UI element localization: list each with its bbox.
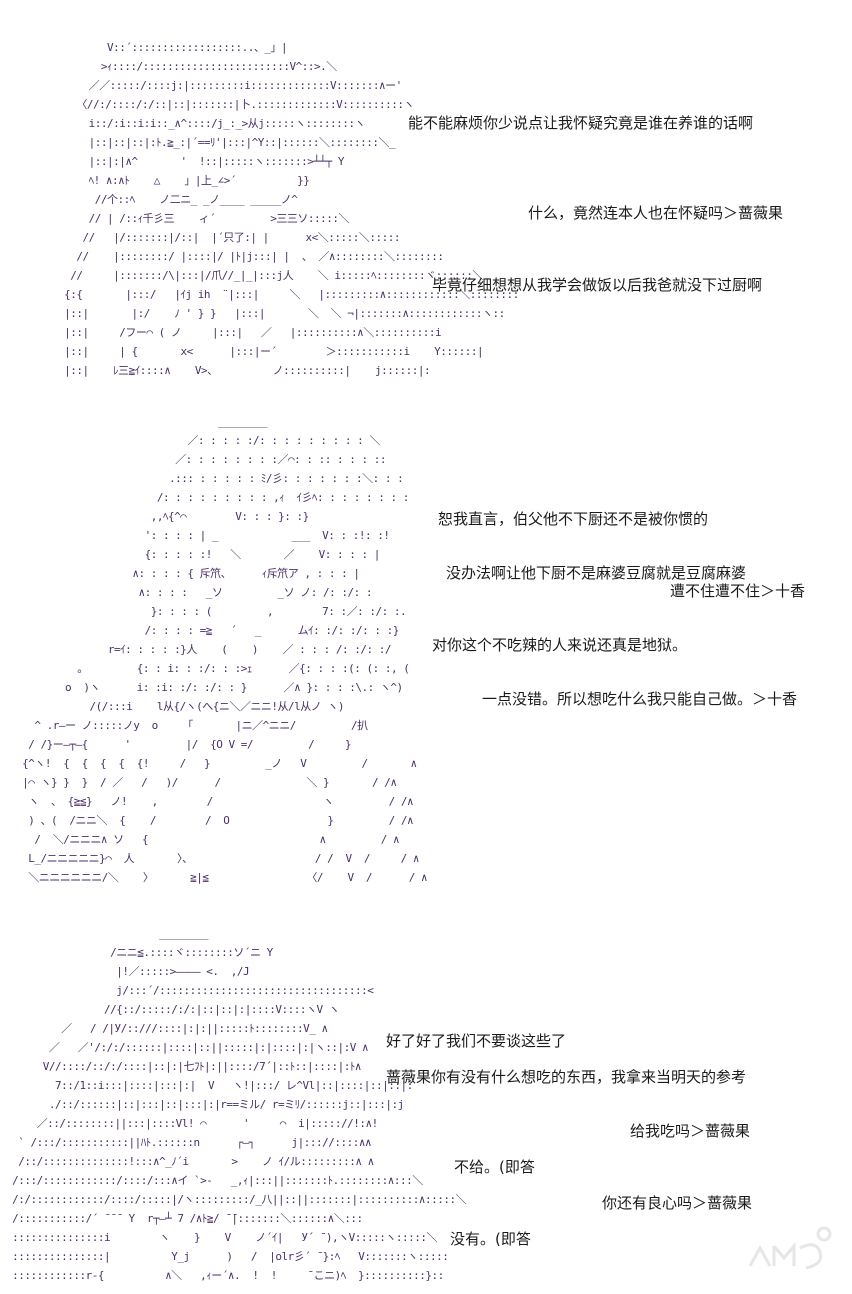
dialogue-line: 没办法啊让他下厨不是麻婆豆腐就是豆腐麻婆 [446,564,747,582]
site-logo-watermark [748,1226,832,1270]
dialogue-line: 不给。(即答 [454,1158,535,1176]
dialogue-line: 恕我直言，伯父他不下厨还不是被你惯的 [438,510,709,528]
dialogue-line: 什么，竟然连本人也在怀疑吗＞蔷薇果 [528,204,784,222]
dialogue-line: 遭不住遭不住＞十香 [670,582,806,600]
panel-1: V::´::::::::::::::::::..、_」| >ｨ::::/::::… [0,0,852,380]
ascii-art-character-2: ________ ／: : : : :/: : : : : : : : : ＼ … [22,415,428,884]
dialogue-line: 能不能麻烦你少说点让我怀疑究竟是谁在养谁的话啊 [408,114,754,132]
ascii-art-character-3: ________ /ニニ≦.::::ヾ::::::::ソ´ニ Y |!／::::… [12,927,467,1282]
panel-3: ________ /ニニ≦.::::ヾ::::::::ソ´ニ Y |!／::::… [0,900,852,1294]
dialogue-line: 毕竟仔细想想从我学会做饭以后我爸就没下过厨啊 [432,276,763,294]
dialogue-line: 蔷薇果你有没有什么想吃的东西，我拿来当明天的参考 [386,1068,747,1086]
dialogue-line: 没有。(即答 [450,1230,531,1248]
panel-2: ________ ／: : : : :/: : : : : : : : : ＼ … [0,380,852,900]
dialogue-line: 一点没错。所以想吃什么我只能自己做。＞十香 [482,690,798,708]
dialogue-line: 对你这个不吃辣的人来说还真是地狱。 [432,636,688,654]
ascii-art-character-1: V::´::::::::::::::::::..、_」| >ｨ::::/::::… [64,41,519,377]
dialogue-line: 你还有良心吗＞蔷薇果 [602,1194,753,1212]
dialogue-line: 给我吃吗＞蔷薇果 [630,1122,751,1140]
dialogue-line: 好了好了我们不要谈这些了 [386,1032,567,1050]
